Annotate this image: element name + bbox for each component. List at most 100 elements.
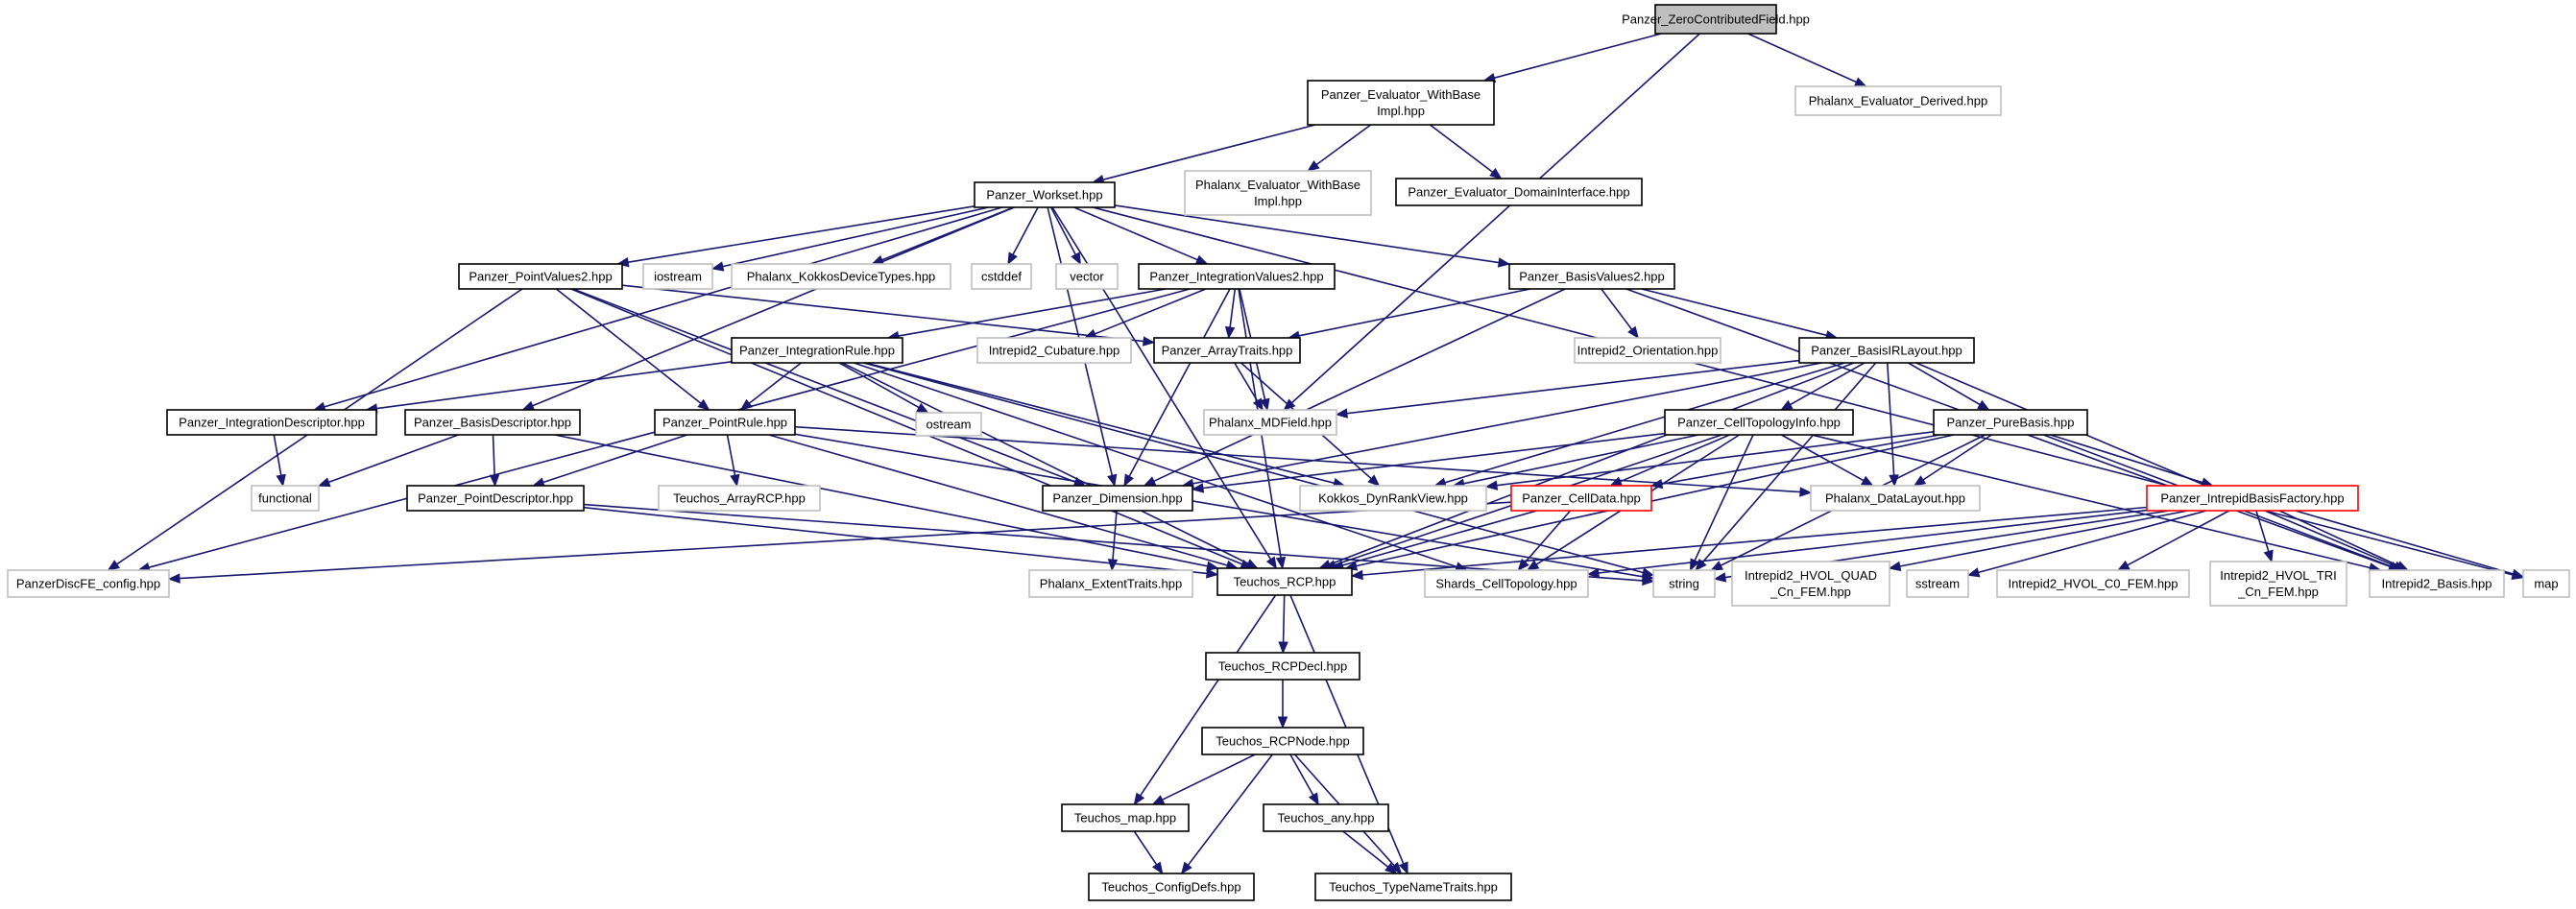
node-box [2146,485,2359,512]
node-box [1153,337,1301,364]
node-rcpdecl[interactable]: Teuchos_RCPDecl.hpp [1205,652,1360,681]
node-kokkosdev: Phalanx_KokkosDeviceTypes.hpp [731,263,951,290]
node-label: map [2534,576,2558,590]
node-functional: functional [251,485,320,512]
node-ibf[interactable]: Panzer_IntrepidBasisFactory.hpp [2146,485,2359,512]
node-intdesc[interactable]: Panzer_IntegrationDescriptor.hpp [166,409,377,436]
node-iv2[interactable]: Panzer_IntegrationValues2.hpp [1138,263,1336,290]
edge-iv2-to-arraytraits [1224,288,1237,340]
node-box [166,409,377,436]
node-label: Panzer_CellTopologyInfo.hpp [1677,415,1841,429]
node-box [1138,263,1336,290]
node-label: Teuchos_any.hpp [1278,810,1375,825]
node-rcp[interactable]: Teuchos_RCP.hpp [1216,567,1353,596]
node-purebasis[interactable]: Panzer_PureBasis.hpp [1933,409,2088,436]
edge-pv2-to-arraytraits [621,284,1156,347]
node-map: map [2522,569,2570,598]
node-label: Panzer_ZeroContributedField.hpp [1622,12,1810,26]
node-box [404,409,581,436]
edge-workset-to-vector [1049,206,1081,266]
edge-ibf-to-hvolquad [1888,510,2188,572]
node-domain[interactable]: Panzer_Evaluator_DomainInterface.hpp [1395,178,1643,206]
node-label: Panzer_ArrayTraits.hpp [1162,343,1293,357]
edge-evb-to-domain [1429,124,1503,179]
node-box [406,485,585,512]
node-pv2[interactable]: Panzer_PointValues2.hpp [458,263,623,290]
node-label: Shards_CellTopology.hpp [1435,576,1577,590]
node-hvolc0: Intrepid2_HVOL_C0_FEM.hpp [1996,569,2190,598]
node-orientation: Intrepid2_Orientation.hpp [1574,337,1721,364]
node-evderived: Phalanx_Evaluator_Derived.hpp [1794,85,2002,116]
node-celldata[interactable]: Panzer_CellData.hpp [1510,485,1652,512]
node-shards: Shards_CellTopology.hpp [1424,569,1589,598]
node-string: string [1652,569,1716,598]
node-birl[interactable]: Panzer_BasisIRLayout.hpp [1798,337,1975,364]
node-label: Phalanx_Evaluator_WithBase [1195,178,1360,192]
node-label: Panzer_BasisDescriptor.hpp [414,415,571,429]
node-box [1652,569,1716,598]
node-ir[interactable]: Panzer_IntegrationRule.hpp [731,337,903,364]
node-cstddef: cstddef [971,263,1032,290]
node-box [1424,569,1589,598]
node-configdefs[interactable]: Teuchos_ConfigDefs.hpp [1088,873,1255,901]
edge-pointdesc-to-string [583,503,1655,586]
node-box [1996,569,2190,598]
edge-birl-to-datalayout [1887,362,1899,488]
node-bv2[interactable]: Panzer_BasisValues2.hpp [1508,263,1675,290]
node-box [1654,4,1777,35]
edge-cti-to-dimension [1191,432,1666,493]
edge-basisdesc-to-pointdesc [489,434,500,488]
edge-birl-to-mdfield [1335,359,1800,419]
node-label: Impl.hpp [1377,104,1425,118]
node-cti[interactable]: Panzer_CellTopologyInfo.hpp [1664,409,1854,436]
edge-pointdesc-to-rcp [583,506,1219,579]
node-label: Phalanx_ExtentTraits.hpp [1040,576,1182,590]
node-label: _Cn_FEM.hpp [2237,585,2319,599]
node-tmap[interactable]: Teuchos_map.hpp [1061,803,1190,832]
node-box [654,409,796,436]
node-basisdesc[interactable]: Panzer_BasisDescriptor.hpp [404,409,581,436]
node-label: Panzer_PointValues2.hpp [469,269,612,283]
node-label: string [1669,576,1699,590]
node-arraytraits[interactable]: Panzer_ArrayTraits.hpp [1153,337,1301,364]
node-label: Intrepid2_HVOL_TRI [2220,568,2336,583]
node-workset[interactable]: Panzer_Workset.hpp [974,181,1116,208]
node-label: functional [258,490,312,505]
node-dimension[interactable]: Panzer_Dimension.hpp [1042,485,1193,512]
node-label: Phalanx_Evaluator_Derived.hpp [1809,93,1987,108]
edge-purebasis-to-celldata [1649,434,1940,490]
node-tany[interactable]: Teuchos_any.hpp [1263,803,1389,832]
node-typename[interactable]: Teuchos_TypeNameTraits.hpp [1314,873,1512,901]
node-pointrule[interactable]: Panzer_PointRule.hpp [654,409,796,436]
node-label: Teuchos_ConfigDefs.hpp [1101,879,1240,894]
node-zero[interactable]: Panzer_ZeroContributedField.hpp [1622,4,1810,35]
node-box [1055,263,1119,290]
node-box [1731,561,1890,607]
edge-celldata-to-discfe [167,501,1512,584]
node-label: Intrepid2_HVOL_QUAD [1745,568,1877,583]
node-sstream: sstream [1906,569,1969,598]
node-extent: Phalanx_ExtentTraits.hpp [1028,569,1193,598]
edge-birl-to-string [1695,362,1877,572]
edge-bv2-to-birl [1641,288,1839,341]
edge-basisdesc-to-functional [317,434,459,488]
node-i2basis: Intrepid2_Basis.hpp [2369,569,2505,598]
node-label: Teuchos_RCPNode.hpp [1216,733,1349,748]
node-rcpnode[interactable]: Teuchos_RCPNode.hpp [1201,727,1364,755]
edge-basisdesc-to-rcp [554,434,1219,571]
edge-pv2-to-dimension [572,288,1087,487]
edge-ir-to-pointrule [739,362,802,411]
edge-workset-to-pv2 [616,205,975,268]
node-mdfield: Phalanx_MDField.hpp [1203,409,1337,436]
node-pointdesc[interactable]: Panzer_PointDescriptor.hpp [406,485,585,512]
node-box [658,485,821,512]
edge-zero-to-evderived [1747,33,1867,87]
edge-purebasis-to-datalayout [1913,434,1992,487]
node-box [1028,569,1193,598]
node-label: Teuchos_ArrayRCP.hpp [673,490,806,505]
node-label: Panzer_BasisIRLayout.hpp [1811,343,1962,357]
edge-iv2-to-dimension [1123,288,1231,488]
node-box [2369,569,2505,598]
